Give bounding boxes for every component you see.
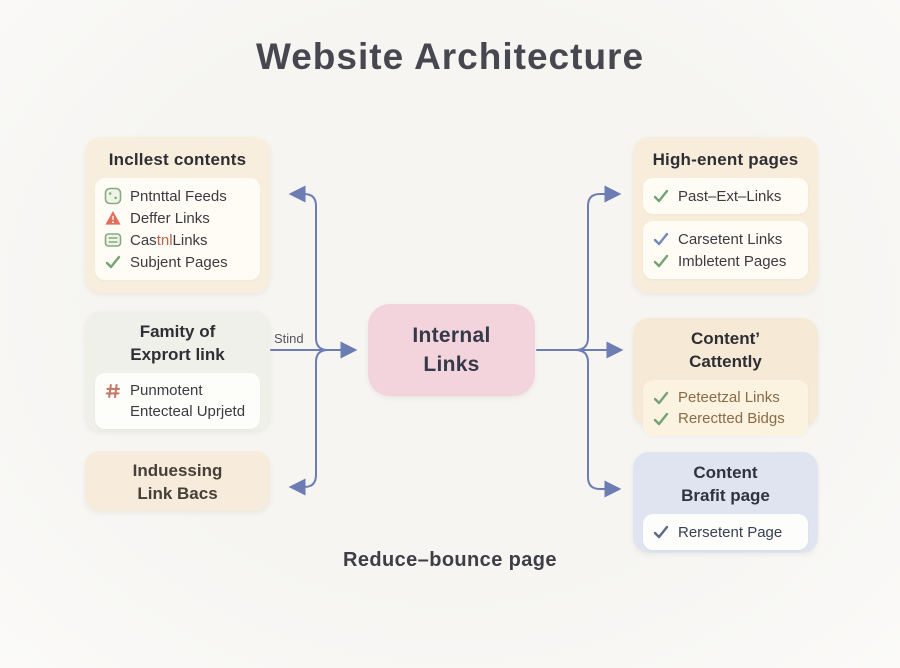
box-famity-of-exprort-link: Famity of Exprort link Punmotent Entecte… [85,311,270,431]
arrow-center-to-bottom-left [288,349,329,496]
item-label-part: Cas [130,231,157,249]
warning-icon [104,209,122,227]
item-label: Carsetent Links [678,230,783,248]
item-label: CastnlLinks [130,232,208,249]
list-item: CastnlLinks [104,229,251,251]
item-label: Deffer Links [130,209,210,227]
arrow-center-to-top-right [574,185,622,351]
box-title: Famity of Exprort link [85,311,270,366]
item-panel: Carsetent Links Imbletent Pages [643,221,808,279]
box-title-line: Famity of [139,322,216,341]
item-panel: Rersetent Page [643,514,808,550]
list-item: Pntnttal Feeds [104,185,251,207]
check-icon [652,187,670,205]
item-label-part: tnl [156,231,173,249]
item-label-line: Entecteal Uprjetd [130,403,246,420]
list-icon [104,231,122,249]
item-label: Past–Ext–Links [678,187,782,205]
check-icon [652,389,670,407]
box-high-enent-pages: High-enent pages Past–Ext–Links Carseten… [633,137,818,293]
check-icon [652,230,670,248]
page-title: Website Architecture [255,36,645,77]
list-item: Past–Ext–Links [652,185,799,207]
check-icon [652,252,670,270]
feed-icon [104,187,122,205]
arrow-label: Stind [274,331,304,346]
check-icon [104,253,122,271]
list-item: Carsetent Links [652,228,799,250]
item-label-line: Punmotent [130,382,203,399]
box-title-line: Link Bacs [137,484,218,503]
item-panel: Past–Ext–Links [643,178,808,214]
box-title-line: Exprort link [130,345,225,364]
list-item: Rersetent Page [652,521,799,543]
center-box-line: Links [423,353,480,376]
box-title: Content’ Cattently [633,318,818,373]
check-icon [652,410,670,428]
box-title-line: Content’ [691,329,760,348]
list-item: Deffer Links [104,207,251,229]
item-label: Imbletent Pages [678,252,787,270]
list-item: Subjent Pages [104,251,251,273]
footer-label: Reduce–bounce page [343,549,557,571]
box-induessing-link-bacs: Induessing Link Bacs [85,451,270,511]
item-panel: Peteetzal Links Rerectted Bidgs [643,380,808,436]
list-item: Peteetzal Links [652,387,799,408]
box-title-line: Induessing [132,461,223,480]
list-item: Punmotent Entecteal Uprjetd [104,380,251,422]
item-panel: Pntnttal Feeds Deffer Links CastnlLinks … [95,178,260,280]
box-content-cattently: Content’ Cattently Peteetzal Links Rerec… [633,318,818,436]
box-incllest-contents: Incllest contents Pntnttal Feeds Deffer … [85,137,270,293]
item-label: Subjent Pages [130,253,228,271]
arrow-center-to-bottom-right [574,349,622,498]
item-label: Pntnttal Feeds [130,187,227,205]
item-panel: Punmotent Entecteal Uprjetd [95,373,260,429]
box-title: Induessing Link Bacs [85,451,270,505]
box-title-line: Brafit page [681,486,770,505]
arrow-center-to-top-left [288,185,329,351]
hash-icon [104,382,122,400]
item-label: Punmotent Entecteal Uprjetd [130,380,245,422]
box-internal-links: Internal Links [368,304,535,396]
center-box-line: Internal [412,324,491,347]
box-title: High-enent pages [652,150,799,169]
box-title-line: Cattently [689,352,762,371]
box-content-brafit-page: Content Brafit page Rersetent Page [633,452,818,553]
item-label: Peteetzal Links [678,389,780,406]
box-title-line: Content [693,463,758,482]
box-title: Content Brafit page [633,452,818,507]
list-item: Rerectted Bidgs [652,408,799,429]
check-icon [652,523,670,541]
item-label-part: Links [172,231,208,249]
box-title: Incllest contents [108,150,247,169]
list-item: Imbletent Pages [652,250,799,272]
item-label: Rerectted Bidgs [678,410,785,427]
item-label: Rersetent Page [678,523,783,541]
